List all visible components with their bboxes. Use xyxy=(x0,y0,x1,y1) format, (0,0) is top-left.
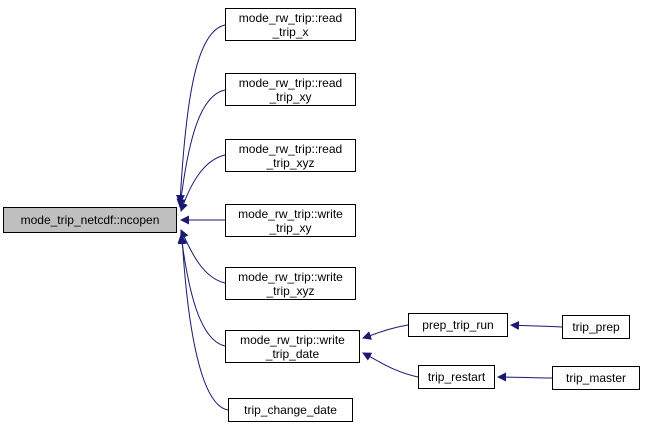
edge-read-trip-xy-to-ncopen xyxy=(176,89,226,208)
node-mode-trip-netcdf-ncopen[interactable]: mode_trip_netcdf::ncopen xyxy=(3,207,177,233)
node-trip-master[interactable]: trip_master xyxy=(552,366,640,390)
node-read-trip-xyz[interactable]: mode_rw_trip::read _trip_xyz xyxy=(225,139,356,172)
node-read-trip-x[interactable]: mode_rw_trip::read _trip_x xyxy=(225,8,356,41)
edge-write-trip-date-to-ncopen xyxy=(177,234,226,347)
node-read-trip-xy[interactable]: mode_rw_trip::read _trip_xy xyxy=(225,73,356,106)
edge-read-trip-xyz-to-ncopen xyxy=(179,154,226,212)
node-write-trip-date[interactable]: mode_rw_trip::write _trip_date xyxy=(225,330,360,363)
node-write-trip-xy[interactable]: mode_rw_trip::write _trip_xy xyxy=(225,204,356,237)
edge-trip-master-to-trip-restart xyxy=(497,372,553,382)
node-prep-trip-run[interactable]: prep_trip_run xyxy=(408,313,508,337)
edge-trip-restart-to-write-trip-date xyxy=(362,352,419,378)
edge-prep-trip-run-to-write-trip-date xyxy=(362,324,409,340)
edge-read-trip-x-to-ncopen xyxy=(175,24,226,204)
edge-trip-prep-to-prep-trip-run xyxy=(510,320,563,330)
node-trip-restart[interactable]: trip_restart xyxy=(418,365,495,389)
node-write-trip-xyz[interactable]: mode_rw_trip::write _trip_xyz xyxy=(225,267,356,300)
edge-trip-change-date-to-ncopen xyxy=(177,235,229,411)
node-trip-change-date[interactable]: trip_change_date xyxy=(228,398,353,422)
node-trip-prep[interactable]: trip_prep xyxy=(562,315,630,339)
